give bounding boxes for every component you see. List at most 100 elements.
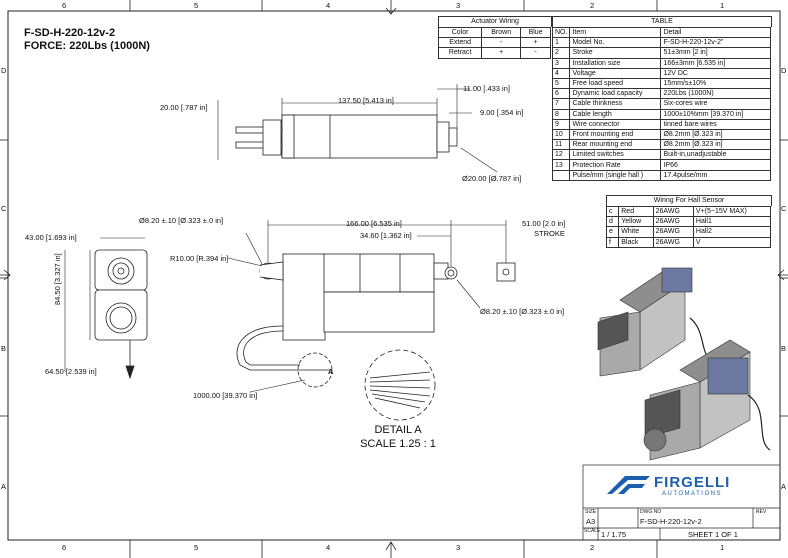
table-cell: e bbox=[605, 226, 620, 238]
force-title: FORCE: 220Lbs (1000N) bbox=[24, 39, 150, 52]
dim-height-top: 20.00 [.787 in] bbox=[160, 103, 208, 112]
table-cell: Ø8.2mm [Ø.323 in] bbox=[660, 139, 771, 151]
table-cell: Retract bbox=[437, 47, 483, 59]
table-row: Color Brown Blue bbox=[437, 26, 551, 39]
table-row: NO. Item Detail bbox=[551, 26, 771, 39]
table-cell: 9 bbox=[551, 118, 571, 130]
detail-title: DETAIL A bbox=[374, 424, 422, 436]
table-cell: White bbox=[618, 226, 654, 238]
wiring-header-brown: Brown bbox=[481, 26, 522, 39]
table-cell: Cable thinkness bbox=[569, 98, 662, 110]
table-cell: - bbox=[520, 47, 551, 59]
table-cell: Dynamic load capacity bbox=[569, 88, 662, 100]
wiring-header-blue: Blue bbox=[520, 26, 551, 39]
table-cell: 10 bbox=[551, 128, 571, 141]
dim-radius: R10.00 [R.394 in] bbox=[170, 254, 229, 263]
table-cell: 220Lbs (1000N) bbox=[660, 88, 771, 100]
dim-rod-end-9: 9.00 [.354 in] bbox=[480, 108, 524, 117]
table-cell: 8 bbox=[551, 108, 571, 120]
table-cell: 1000±10%mm [39.370 in] bbox=[660, 108, 771, 120]
dim-front-hole: Ø8.20 ±.10 [Ø.323 ±.0 in] bbox=[480, 307, 565, 316]
spec-header-no: NO. bbox=[551, 26, 571, 39]
table-cell: Model No. bbox=[569, 37, 662, 49]
dim-stroke: 51.00 [2.0 in] bbox=[522, 219, 566, 228]
size-value: A3 bbox=[586, 517, 596, 526]
table-cell: Protection Rate bbox=[569, 159, 662, 171]
table-cell: c bbox=[605, 205, 620, 218]
table-cell: f bbox=[605, 236, 620, 248]
table-cell: 26AWG bbox=[652, 236, 694, 248]
table-cell: Black bbox=[618, 236, 654, 248]
table-cell: Built-in,unadjustable bbox=[660, 149, 771, 161]
col-label-5: 5 bbox=[194, 1, 199, 10]
table-cell: Red bbox=[618, 205, 654, 218]
spec-table-title: TABLE bbox=[552, 16, 772, 27]
table-cell: 12 bbox=[551, 149, 571, 161]
end-view-actuator bbox=[94, 249, 148, 380]
spec-header-detail: Detail bbox=[660, 26, 771, 39]
table-cell: Ø8.2mm [Ø.323 in] bbox=[660, 128, 771, 141]
table-cell bbox=[551, 169, 571, 181]
table-cell: 5 bbox=[551, 77, 571, 90]
actuator-3d-render bbox=[597, 267, 771, 461]
table-cell: tinned bare wires bbox=[660, 118, 771, 130]
dim-end-offset: 64.50 [2.539 in] bbox=[45, 367, 97, 376]
dimension-lines bbox=[64, 84, 507, 393]
wiring-table-title: Actuator Wiring bbox=[438, 16, 552, 27]
firgelli-logo: FIRGELLI bbox=[654, 474, 731, 491]
dim-rod-diameter: Ø20.00 [Ø.787 in] bbox=[462, 174, 522, 183]
table-cell: 17.4pulse/mm bbox=[660, 169, 771, 181]
rev-label: REV bbox=[756, 509, 767, 515]
dim-body-length: 137.50 [5.413 in] bbox=[338, 96, 394, 105]
table-cell: 26AWG bbox=[652, 216, 694, 228]
table-cell: 26AWG bbox=[652, 205, 694, 218]
row-label-c: C bbox=[1, 204, 7, 213]
table-cell: V bbox=[692, 236, 772, 248]
row-label-c-right: C bbox=[781, 204, 787, 213]
dim-cable-length: 1000.00 [39.370 in] bbox=[193, 391, 258, 400]
scale-label: SCALE bbox=[584, 528, 601, 534]
firgelli-logo-mark bbox=[607, 476, 650, 494]
table-cell: 13 bbox=[551, 159, 571, 171]
hall-table-title: Wiring For Hall Sensor bbox=[606, 195, 772, 206]
detail-a-label: DETAIL A SCALE 1.25 : 1 bbox=[358, 424, 438, 452]
table-cell: 2 bbox=[551, 47, 571, 59]
table-cell: 26AWG bbox=[652, 226, 694, 238]
table-cell: Rear mounting end bbox=[569, 139, 662, 151]
table-cell: IP66 bbox=[660, 159, 771, 171]
table-cell: Pulse/mm (single hall ) bbox=[569, 169, 662, 181]
table-cell: Free load speed bbox=[569, 77, 662, 90]
scale-value: 1 / 1.75 bbox=[601, 530, 627, 539]
col-label-5-bottom: 5 bbox=[194, 543, 199, 552]
dim-end-width: 43.00 [1.693 in] bbox=[25, 233, 77, 242]
title-block-frame bbox=[582, 464, 781, 541]
table-cell: - bbox=[481, 37, 522, 49]
sheet-value: SHEET 1 OF 1 bbox=[688, 530, 738, 539]
model-title: F-SD-H-220-12v-2 bbox=[24, 27, 116, 39]
col-label-4: 4 bbox=[326, 1, 331, 10]
dwg-no-value: F-SD-H-220-12v-2 bbox=[640, 517, 702, 526]
spec-header-item: Item bbox=[569, 26, 662, 39]
table-cell: 11 bbox=[551, 139, 571, 151]
table-cell: Installation size bbox=[569, 57, 662, 69]
col-label-6-bottom: 6 bbox=[62, 543, 67, 552]
dim-rear-hole: Ø8.20 ±.10 [Ø.323 ±.0 in] bbox=[139, 216, 224, 225]
row-label-a-right: A bbox=[781, 482, 787, 491]
col-label-3-bottom: 3 bbox=[456, 543, 461, 552]
table-row: Retract + - bbox=[437, 47, 551, 59]
table-cell: Stroke bbox=[569, 47, 662, 59]
table-cell: V+(5~15V MAX) bbox=[692, 205, 772, 218]
table-cell: + bbox=[520, 37, 551, 49]
table-cell: 3 bbox=[551, 57, 571, 69]
